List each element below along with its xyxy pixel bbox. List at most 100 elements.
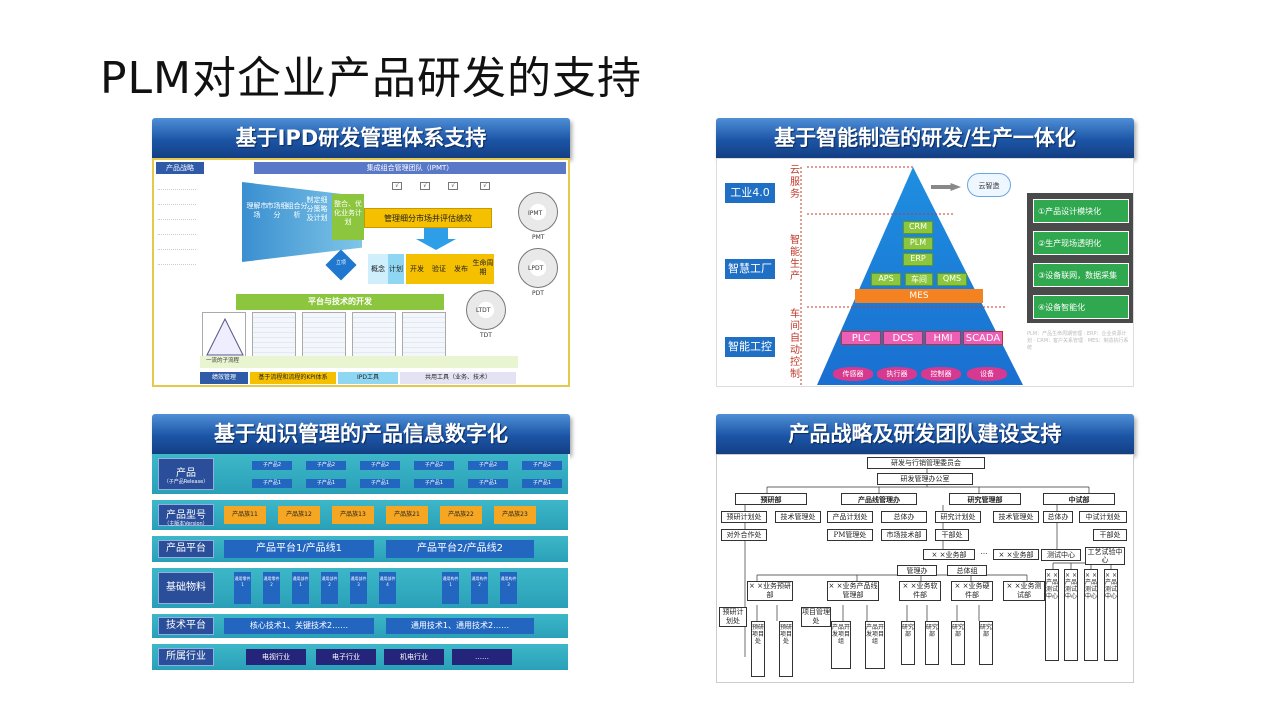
side-label-production: 智能生产 bbox=[790, 235, 800, 282]
product-model: 产品族11 bbox=[224, 506, 266, 524]
sub-product: 子产品1 bbox=[252, 479, 292, 488]
ipd-funnel-cell: 市场细分 bbox=[266, 202, 288, 219]
ipd-team-center: IPMT bbox=[528, 210, 543, 217]
product-model: 产品族12 bbox=[278, 506, 320, 524]
ipd-funnel-cell: 组合分析 bbox=[286, 202, 308, 219]
ipd-thumbnail bbox=[352, 312, 396, 358]
org-office: 研发管理办公室 bbox=[877, 473, 973, 485]
ipd-thumbnail bbox=[402, 312, 446, 358]
box-controller: 控制器 bbox=[921, 367, 961, 381]
box-equipment: 设备 bbox=[967, 367, 1007, 381]
box-aps: APS bbox=[871, 273, 901, 286]
panel-org-title: 产品战略及研发团队建设支持 bbox=[788, 422, 1062, 446]
box-actuator: 执行器 bbox=[877, 367, 917, 381]
panel-ipd: 基于IPD研发管理体系支持 产品战略 集成组合管理团队（IPMT） 理解市场 市… bbox=[152, 112, 570, 387]
product-platform: 产品平台1/产品线1 bbox=[224, 540, 374, 558]
org-chart: 研发与行销管理委员会 研发管理办公室 预研部 产品线管理办 研究管理部 中试部 … bbox=[716, 454, 1134, 683]
org-test-vertical: × ×产品测试中心 bbox=[1084, 569, 1098, 661]
feature-item: ④设备智能化 bbox=[1033, 295, 1129, 319]
row-label-text: 产品 bbox=[176, 468, 196, 479]
org-sub-dept: × ×业务测试部 bbox=[1003, 581, 1045, 601]
knowledge-row-label: 产品（子产品Release） bbox=[158, 458, 214, 490]
side-label-cloud: 云服务 bbox=[790, 165, 800, 200]
org-sub-dept: × ×业务软件部 bbox=[899, 581, 941, 601]
org-department: 产品线管理办 bbox=[841, 493, 917, 505]
panel-pyramid-title: 基于智能制造的研发/生产一体化 bbox=[774, 126, 1076, 150]
ipd-decision-label: 立项 bbox=[335, 260, 346, 266]
ipd-team-label: PMT bbox=[532, 234, 545, 241]
org-unit: 技术管理处 bbox=[775, 511, 821, 523]
base-material: 通用部件4 bbox=[379, 572, 396, 604]
org-business-unit: × ×业务部 bbox=[923, 549, 975, 560]
sub-product: 子产品2 bbox=[414, 461, 454, 470]
org-unit: PM管理处 bbox=[827, 529, 873, 541]
org-general-group: 总体组 bbox=[947, 565, 987, 576]
box-erp: ERP bbox=[903, 253, 933, 266]
level-smart-control: 智能工控 bbox=[725, 337, 775, 357]
org-project-office: 项目管理处 bbox=[801, 607, 831, 627]
knowledge-row-label: 基础物料 bbox=[158, 572, 214, 604]
box-hmi: HMI bbox=[925, 331, 961, 345]
sub-product: 子产品2 bbox=[360, 461, 400, 470]
sub-product: 子产品1 bbox=[360, 479, 400, 488]
box-dcs: DCS bbox=[883, 331, 923, 345]
org-unit: 预研计划处 bbox=[721, 511, 767, 523]
ipd-thumbnail bbox=[202, 312, 246, 358]
box-sensor: 传感器 bbox=[833, 367, 873, 381]
box-scada: SCADA bbox=[963, 331, 1003, 345]
box-plc: PLC bbox=[841, 331, 881, 345]
ipd-funnel-cell: 制定细分策略及计划 bbox=[306, 196, 328, 222]
ipd-down-arrow-icon bbox=[416, 228, 456, 250]
industry-item: 机电行业 bbox=[384, 649, 444, 665]
ipd-check-icon: √ bbox=[480, 182, 490, 190]
row-sublabel: （子产品Release） bbox=[163, 479, 209, 485]
org-sub-dept: × ×业务预研部 bbox=[747, 581, 793, 601]
sub-product: 子产品1 bbox=[414, 479, 454, 488]
feature-item: ①产品设计模块化 bbox=[1033, 199, 1129, 223]
ipd-team-label: TDT bbox=[480, 332, 492, 339]
base-material: 通用构件3 bbox=[500, 572, 517, 604]
org-project-office: 预研计划处 bbox=[719, 607, 747, 627]
industry-item: …… bbox=[452, 649, 512, 665]
org-unit: 总体办 bbox=[1043, 511, 1073, 523]
feature-item: ③设备联网，数据采集 bbox=[1033, 263, 1129, 287]
panel-ipd-title: 基于IPD研发管理体系支持 bbox=[235, 126, 487, 150]
tech-platform: 通用技术1、通用技术2…… bbox=[386, 618, 534, 634]
product-model: 产品族21 bbox=[386, 506, 428, 524]
base-material: 通用部件1 bbox=[292, 572, 309, 604]
feature-item: ②生产现场透明化 bbox=[1033, 231, 1129, 255]
knowledge-diagram: 产品（子产品Release） 子产品2 子产品2 子产品2 子产品2 子产品2 … bbox=[152, 454, 570, 683]
row-label-text: 产品型号 bbox=[166, 510, 206, 521]
base-material: 通用部件3 bbox=[350, 572, 367, 604]
org-department: 中试部 bbox=[1043, 493, 1115, 505]
org-department: 研究管理部 bbox=[949, 493, 1021, 505]
sub-product: 子产品1 bbox=[522, 479, 562, 488]
ipd-team-circle bbox=[518, 248, 558, 288]
ipd-subprocess-row: 一流的子流程 bbox=[200, 356, 518, 368]
ipd-thumbnails bbox=[202, 312, 448, 358]
sub-product: 子产品1 bbox=[468, 479, 508, 488]
ipd-stage: 生命周期 bbox=[472, 254, 494, 284]
panel-org-header: 产品战略及研发团队建设支持 bbox=[716, 414, 1134, 454]
knowledge-row-label: 产品平台 bbox=[158, 540, 214, 558]
ipd-check-icon: √ bbox=[392, 182, 402, 190]
knowledge-row-label: 技术平台 bbox=[158, 617, 214, 635]
ipd-bottom-item: 共用工具（业务、技术） bbox=[400, 372, 516, 384]
org-test-center: 测试中心 bbox=[1041, 549, 1081, 561]
panel-knowledge-header: 基于知识管理的产品信息数字化 bbox=[152, 414, 570, 454]
org-vertical-unit: 研究部 bbox=[951, 621, 965, 665]
box-crm: CRM bbox=[903, 221, 933, 234]
feature-panel: ①产品设计模块化 ②生产现场透明化 ③设备联网，数据采集 ④设备智能化 bbox=[1027, 193, 1133, 323]
panel-ipd-header: 基于IPD研发管理体系支持 bbox=[152, 118, 570, 158]
pyramid-diagram: 工业4.0 智慧工厂 智能工控 云服务 智能生产 车间自动控制 云智造 CRM … bbox=[716, 158, 1134, 387]
org-unit: 总体办 bbox=[881, 511, 927, 523]
panel-pyramid: 基于智能制造的研发/生产一体化 工业4.0 智慧工厂 智能工控 云服务 智能生产… bbox=[716, 112, 1134, 387]
ipd-integration-box: 整合、优化业务计划 bbox=[332, 194, 364, 240]
ipd-stage: 开发 bbox=[406, 254, 428, 284]
industry-item: 电视行业 bbox=[246, 649, 306, 665]
base-material: 通用构件2 bbox=[471, 572, 488, 604]
org-test-vertical: × ×产品测试中心 bbox=[1064, 569, 1078, 661]
org-committee: 研发与行销管理委员会 bbox=[867, 457, 985, 469]
org-vertical-unit: 研究部 bbox=[925, 621, 939, 665]
base-material: 通用零件1 bbox=[234, 572, 251, 604]
